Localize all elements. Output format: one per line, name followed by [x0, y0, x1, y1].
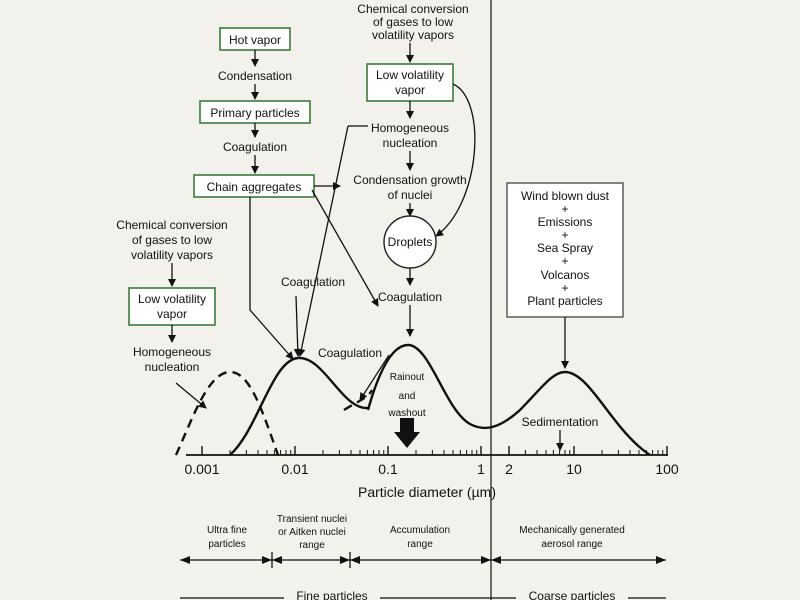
mechanical-line-2: aerosol range: [541, 539, 603, 550]
condensation-label: Condensation: [218, 69, 292, 83]
low-vol-top-line-2: vapor: [395, 83, 425, 97]
source-plus-4: +: [561, 281, 568, 295]
x-tick-label: 0.01: [281, 461, 308, 477]
coagulation-peak-label: Coagulation: [318, 346, 382, 360]
arrow-aggregates-to-aitken-peak: [249, 197, 294, 360]
ultra-fine-line-1: Ultra fine: [207, 525, 247, 536]
range-extent-line: [180, 552, 666, 568]
low-vol-left-line-2: vapor: [157, 307, 187, 321]
arrow-aggregates-to-accumulation: [311, 189, 379, 307]
droplets-label: Droplets: [388, 235, 433, 249]
x-tick-label: 0.1: [378, 461, 398, 477]
transient-line-3: range: [299, 540, 325, 551]
cond-growth-line-1: Condensation growth: [353, 173, 466, 187]
homog-left-line-1: Homogeneous: [133, 345, 211, 359]
low-vol-top-line-1: Low volatility: [376, 68, 444, 82]
transient-line-2: or Aitken nuclei: [278, 527, 346, 538]
coarse-sources: Wind blown dust + Emissions + Sea Spray …: [506, 182, 624, 369]
x-axis-label: Particle diameter (µm): [358, 484, 496, 500]
rainout-down-arrow-icon: [394, 418, 420, 448]
mechanical-line-1: Mechanically generated: [519, 525, 625, 536]
coagulation-2-label: Coagulation: [378, 290, 442, 304]
homog-mid-line-2: nucleation: [383, 136, 438, 150]
range-labels: Ultra fine particles Transient nuclei or…: [207, 514, 625, 551]
homog-mid-line-1: Homogeneous: [371, 121, 449, 135]
homog-left-line-2: nucleation: [145, 360, 200, 374]
chem-left-line-1: Chemical conversion: [116, 218, 227, 232]
source-volcanos: Volcanos: [541, 268, 590, 282]
arrow-coag-peak-to-left: [359, 354, 390, 401]
top-chain: Hot vapor Condensation Primary particles…: [193, 27, 315, 198]
source-plus-1: +: [561, 202, 568, 216]
ultra-fine-line-2: particles: [208, 539, 245, 550]
chain-aggregates-label: Chain aggregates: [207, 180, 302, 194]
rainout-line-3: washout: [387, 408, 425, 419]
source-sea-spray: Sea Spray: [537, 241, 593, 255]
arrow-homog-to-aitken-peak: [297, 125, 349, 357]
chem-left-line-2: of gases to low: [132, 233, 212, 247]
source-plant-particles: Plant particles: [527, 294, 602, 308]
middle-chain: Chemical conversion of gases to low vola…: [353, 2, 476, 337]
x-tick-label: 1: [477, 461, 485, 477]
low-vol-left-line-1: Low volatility: [138, 292, 206, 306]
cond-growth-line-2: of nuclei: [388, 188, 433, 202]
source-emissions: Emissions: [538, 215, 593, 229]
accumulation-line-2: range: [407, 539, 433, 550]
accumulation-line-1: Accumulation: [390, 525, 450, 536]
chem-top-line-2: of gases to low: [373, 15, 453, 29]
chem-top-line-3: volatility vapors: [372, 28, 454, 42]
coagulation-1-label: Coagulation: [223, 140, 287, 154]
low-volatility-box-left: [128, 287, 216, 326]
rainout-line-2: and: [399, 391, 416, 402]
nuclei-mode-curve-dashed: [174, 370, 280, 456]
aitken-accum-dashed-link: [343, 389, 374, 412]
accumulation-coarse-curve: [366, 343, 651, 457]
x-tick-label: 2: [505, 461, 513, 477]
arrow-coag-left-to-peak: [293, 295, 302, 357]
connector-arrows: [249, 125, 390, 401]
coarse-sources-box: [506, 182, 624, 318]
coagulation-left-label: Coagulation: [281, 275, 345, 289]
chem-left-line-3: volatility vapors: [131, 248, 213, 262]
fine-coarse-line: Fine particles Coarse particles: [180, 588, 666, 600]
source-plus-3: +: [561, 254, 568, 268]
x-axis-ticks: 0.001 0.01 0.1 1 2 10 100: [184, 446, 679, 477]
left-chain: Chemical conversion of gases to low vola…: [116, 218, 345, 409]
x-tick-label: 100: [655, 461, 679, 477]
primary-particles-label: Primary particles: [210, 106, 299, 120]
x-tick-label: 0.001: [184, 461, 219, 477]
arrow-homog-to-nuclei-peak: [175, 382, 207, 409]
x-tick-label: 10: [566, 461, 582, 477]
aitken-mode-curve: [229, 356, 369, 456]
x-axis: 0.001 0.01 0.1 1 2 10 100 Particle diameter (µ…: [184, 446, 679, 500]
fine-particles-label: Fine particles: [296, 589, 367, 600]
arrow-lowvol-to-droplets: [435, 83, 476, 237]
chem-top-line-1: Chemical conversion: [357, 2, 468, 16]
hot-vapor-label: Hot vapor: [229, 33, 281, 47]
coarse-particles-label: Coarse particles: [529, 589, 616, 600]
rainout-line-1: Rainout: [390, 372, 425, 383]
source-wind-dust: Wind blown dust: [521, 189, 610, 203]
sedimentation-label: Sedimentation: [522, 415, 599, 429]
plot-labels: Coagulation Rainout and washout Sediment…: [318, 346, 599, 451]
source-plus-2: +: [561, 228, 568, 242]
transient-line-1: Transient nuclei: [277, 514, 347, 525]
distribution-curves: [174, 343, 651, 457]
